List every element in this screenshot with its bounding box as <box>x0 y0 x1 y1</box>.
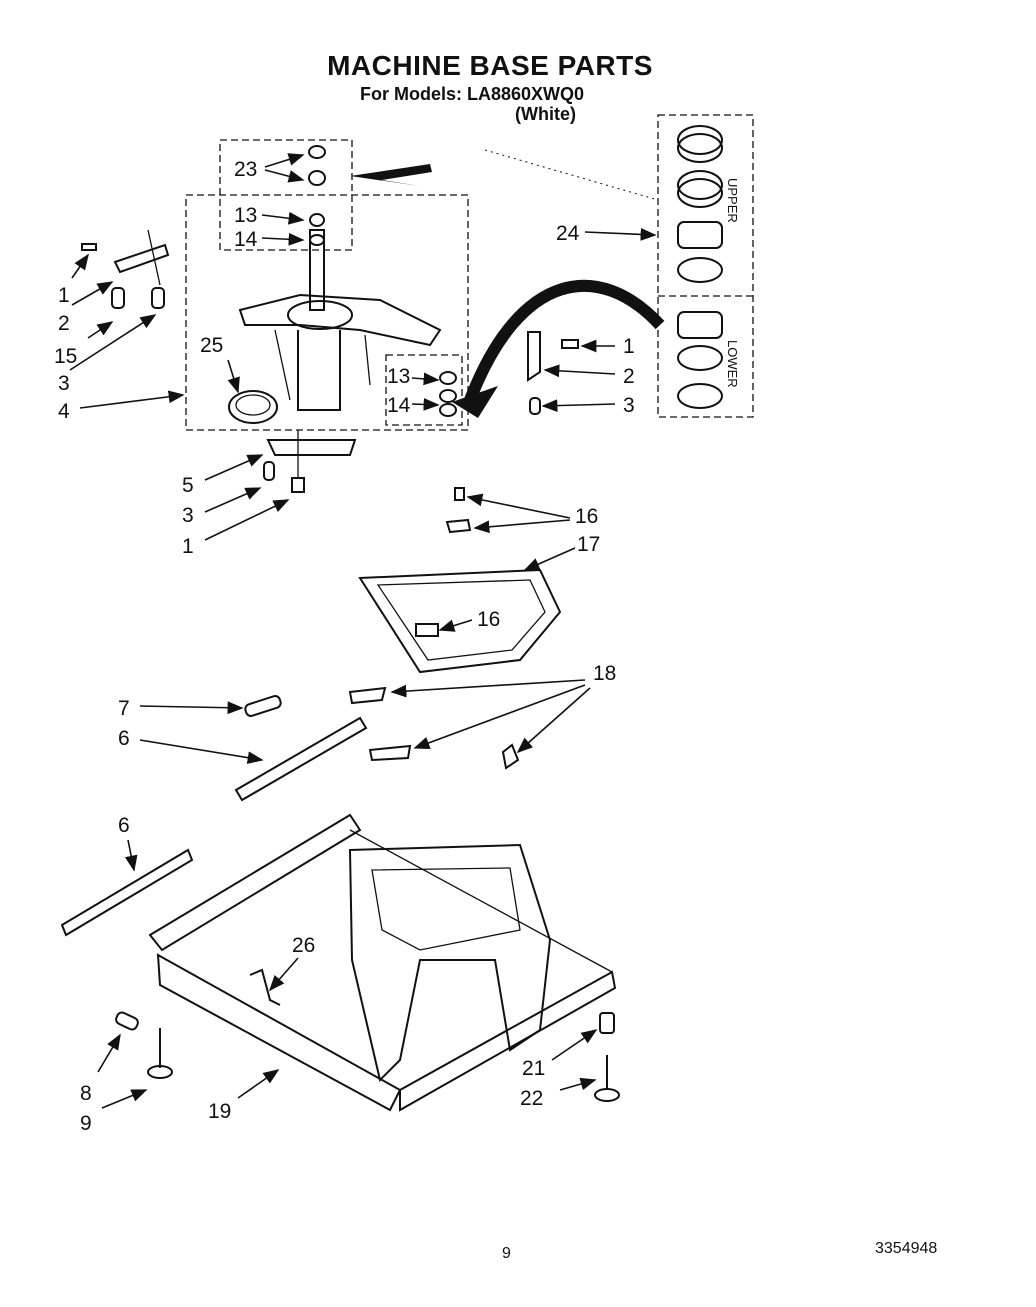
callout-26: 26 <box>292 934 315 957</box>
bracket-right <box>527 331 541 382</box>
callout-3-bottom: 3 <box>182 504 194 527</box>
callout-15: 15 <box>54 345 77 368</box>
callout-18: 18 <box>593 662 616 685</box>
inset-box-bushings <box>385 354 463 426</box>
callout-25: 25 <box>200 334 223 357</box>
seal-stack-upper <box>677 125 723 283</box>
callout-16-frame: 16 <box>477 608 500 631</box>
callout-16-top: 16 <box>575 505 598 528</box>
page-number: 9 <box>502 1245 511 1262</box>
callout-1-right: 1 <box>623 335 635 358</box>
callout-24: 24 <box>556 222 580 245</box>
foot-spacer-right <box>599 1012 615 1034</box>
bracket-bottom <box>266 439 357 456</box>
bracket-left <box>113 243 170 274</box>
page-title: MACHINE BASE PARTS <box>327 50 653 81</box>
callout-5: 5 <box>182 474 194 497</box>
inset-box-transmission <box>185 194 469 431</box>
callout-2-left: 2 <box>58 312 70 335</box>
callout-7: 7 <box>118 697 130 720</box>
callout-1-bottom: 1 <box>182 535 194 558</box>
lower-label: LOWER <box>725 340 740 388</box>
inset-box-seals <box>657 114 754 418</box>
callout-1-left: 1 <box>58 284 70 307</box>
callout-6-upper: 6 <box>118 727 130 750</box>
color-line: (White) <box>515 104 576 124</box>
large-curved-arrow-icon <box>464 279 665 403</box>
callout-6-lower: 6 <box>118 814 130 837</box>
brace-bar-lower <box>60 848 194 937</box>
gasket-ring <box>228 390 278 424</box>
pad-upper <box>348 686 387 705</box>
transmission-assembly <box>238 145 442 411</box>
callout-13-lower: 13 <box>387 365 410 388</box>
seal-stack-lower <box>677 311 723 409</box>
foot-pad-left <box>115 1011 139 1031</box>
leveling-foot-left <box>147 1065 173 1079</box>
base-frame <box>148 813 617 1112</box>
callout-2-right: 2 <box>623 365 635 388</box>
callout-13-upper: 13 <box>234 204 257 227</box>
pad-right <box>501 743 520 770</box>
callout-14-upper: 14 <box>234 228 258 251</box>
brace-bar-upper <box>234 716 368 802</box>
large-arrow-icon <box>350 164 432 186</box>
callout-9: 9 <box>80 1112 92 1135</box>
callout-4: 4 <box>58 400 70 423</box>
document-number: 3354948 <box>875 1240 938 1257</box>
callout-19: 19 <box>208 1100 231 1123</box>
callout-8: 8 <box>80 1082 92 1105</box>
tub-support-frame <box>358 568 562 674</box>
callout-3-left: 3 <box>58 372 70 395</box>
callout-21: 21 <box>522 1057 545 1080</box>
callout-22: 22 <box>520 1087 543 1110</box>
leveling-foot-right <box>594 1088 620 1102</box>
callout-3-right: 3 <box>623 394 635 417</box>
callout-14-lower: 14 <box>387 394 411 417</box>
callout-17: 17 <box>577 533 600 556</box>
pad-middle <box>368 744 412 762</box>
upper-label: UPPER <box>725 178 740 223</box>
models-line: For Models: LA8860XWQ0 <box>360 84 585 104</box>
spring <box>244 695 282 717</box>
callout-23: 23 <box>234 158 257 181</box>
